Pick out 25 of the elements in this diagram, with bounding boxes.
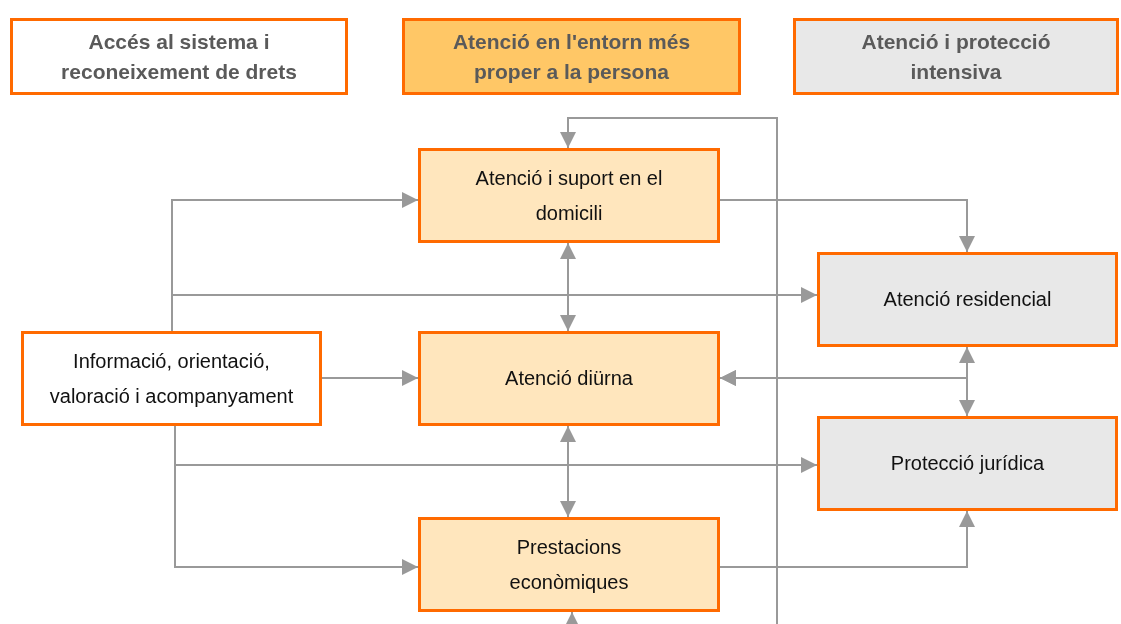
box-label: Informació, orientació, valoració i acompanyament bbox=[48, 348, 295, 409]
box-label: Atenció en l'entorn més proper a la persona bbox=[451, 29, 692, 85]
column-header bbox=[10, 18, 348, 95]
box-label: Accés al sistema i reconeixement de drets bbox=[60, 29, 298, 85]
box-label: Atenció residencial bbox=[883, 287, 1052, 312]
box-label: Atenció i protecció intensiva bbox=[860, 29, 1052, 85]
connector-arrow bbox=[564, 611, 580, 624]
service-box bbox=[418, 517, 720, 612]
connector-arrow bbox=[560, 425, 576, 518]
column-header bbox=[402, 18, 741, 95]
box-label: Prestacions econòmiques bbox=[508, 534, 630, 595]
connector-arrow bbox=[719, 510, 975, 568]
service-box bbox=[817, 252, 1118, 347]
column-header bbox=[793, 18, 1119, 95]
service-box bbox=[418, 148, 720, 243]
connector-arrow bbox=[321, 370, 419, 386]
box-label: Atenció i suport en el domicili bbox=[474, 165, 664, 226]
service-box bbox=[817, 416, 1118, 511]
service-box bbox=[21, 331, 322, 426]
box-label: Atenció diürna bbox=[505, 366, 633, 391]
service-box bbox=[418, 331, 720, 426]
connector-arrow bbox=[560, 242, 576, 332]
connector-arrow bbox=[560, 117, 778, 624]
box-label: Protecció jurídica bbox=[890, 451, 1045, 476]
connector-arrow bbox=[719, 199, 975, 253]
